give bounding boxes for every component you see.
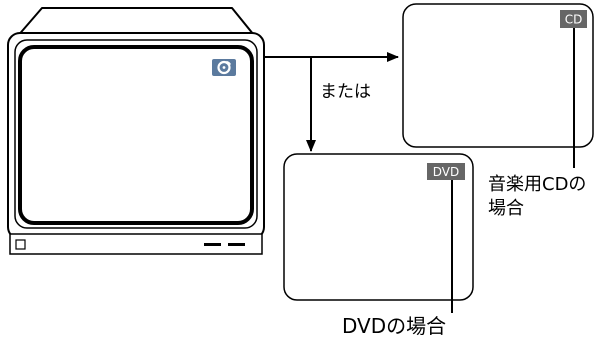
dvd-screen-frame	[283, 153, 474, 301]
cd-badge-label: CD	[565, 13, 583, 27]
dvd-badge-label: DVD	[433, 165, 459, 179]
cd-caption-line1: 音楽用CDの	[488, 174, 586, 195]
cd-caption-line2: 場合	[488, 198, 524, 219]
cd-screen-frame	[402, 3, 594, 148]
cd-screen: CD	[402, 3, 594, 168]
disc-icon	[212, 59, 236, 76]
tv-set	[7, 7, 265, 255]
connector-label: または	[320, 82, 371, 102]
dvd-badge	[427, 163, 465, 180]
tv-screen	[18, 45, 254, 225]
panel-button-left	[204, 243, 221, 246]
dvd-screen: DVD	[283, 153, 474, 313]
dvd-caption: DVDの場合	[342, 314, 446, 338]
panel-button-right	[228, 243, 245, 246]
cd-badge	[560, 10, 587, 28]
tv-control-panel	[9, 233, 263, 255]
connector-arrows	[264, 52, 399, 152]
power-button	[15, 239, 26, 250]
